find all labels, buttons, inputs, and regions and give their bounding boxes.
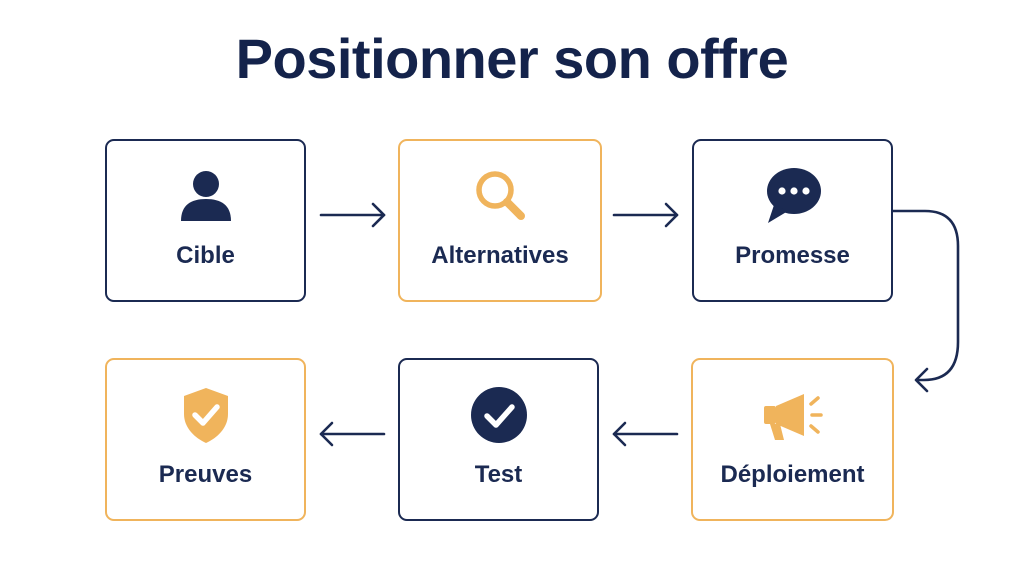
check-circle-icon: [466, 382, 532, 448]
arrow-alternatives-to-promesse: [612, 202, 679, 228]
arrow-cible-to-alternatives: [319, 202, 386, 228]
arrow-deploiement-to-test: [612, 421, 679, 447]
megaphone-icon: [760, 382, 826, 448]
step-card-preuves: Preuves: [105, 358, 306, 521]
arrow-promesse-to-deploiement: [891, 209, 960, 393]
step-card-deploiement: Déploiement: [691, 358, 894, 521]
step-card-alternatives: Alternatives: [398, 139, 602, 302]
step-label-preuves: Preuves: [158, 461, 253, 488]
step-label-test: Test: [474, 461, 523, 488]
step-card-test: Test: [398, 358, 599, 521]
speech-bubble-icon: [760, 163, 826, 229]
shield-check-icon: [173, 382, 239, 448]
step-label-alternatives: Alternatives: [431, 242, 569, 269]
step-card-promesse: Promesse: [692, 139, 893, 302]
step-label-cible: Cible: [176, 242, 235, 269]
step-label-promesse: Promesse: [735, 242, 850, 269]
arrow-test-to-preuves: [319, 421, 386, 447]
step-card-cible: Cible: [105, 139, 306, 302]
step-label-deploiement: Déploiement: [720, 461, 865, 488]
search-icon: [467, 163, 533, 229]
page-title: Positionner son offre: [235, 27, 789, 90]
person-icon: [173, 163, 239, 229]
